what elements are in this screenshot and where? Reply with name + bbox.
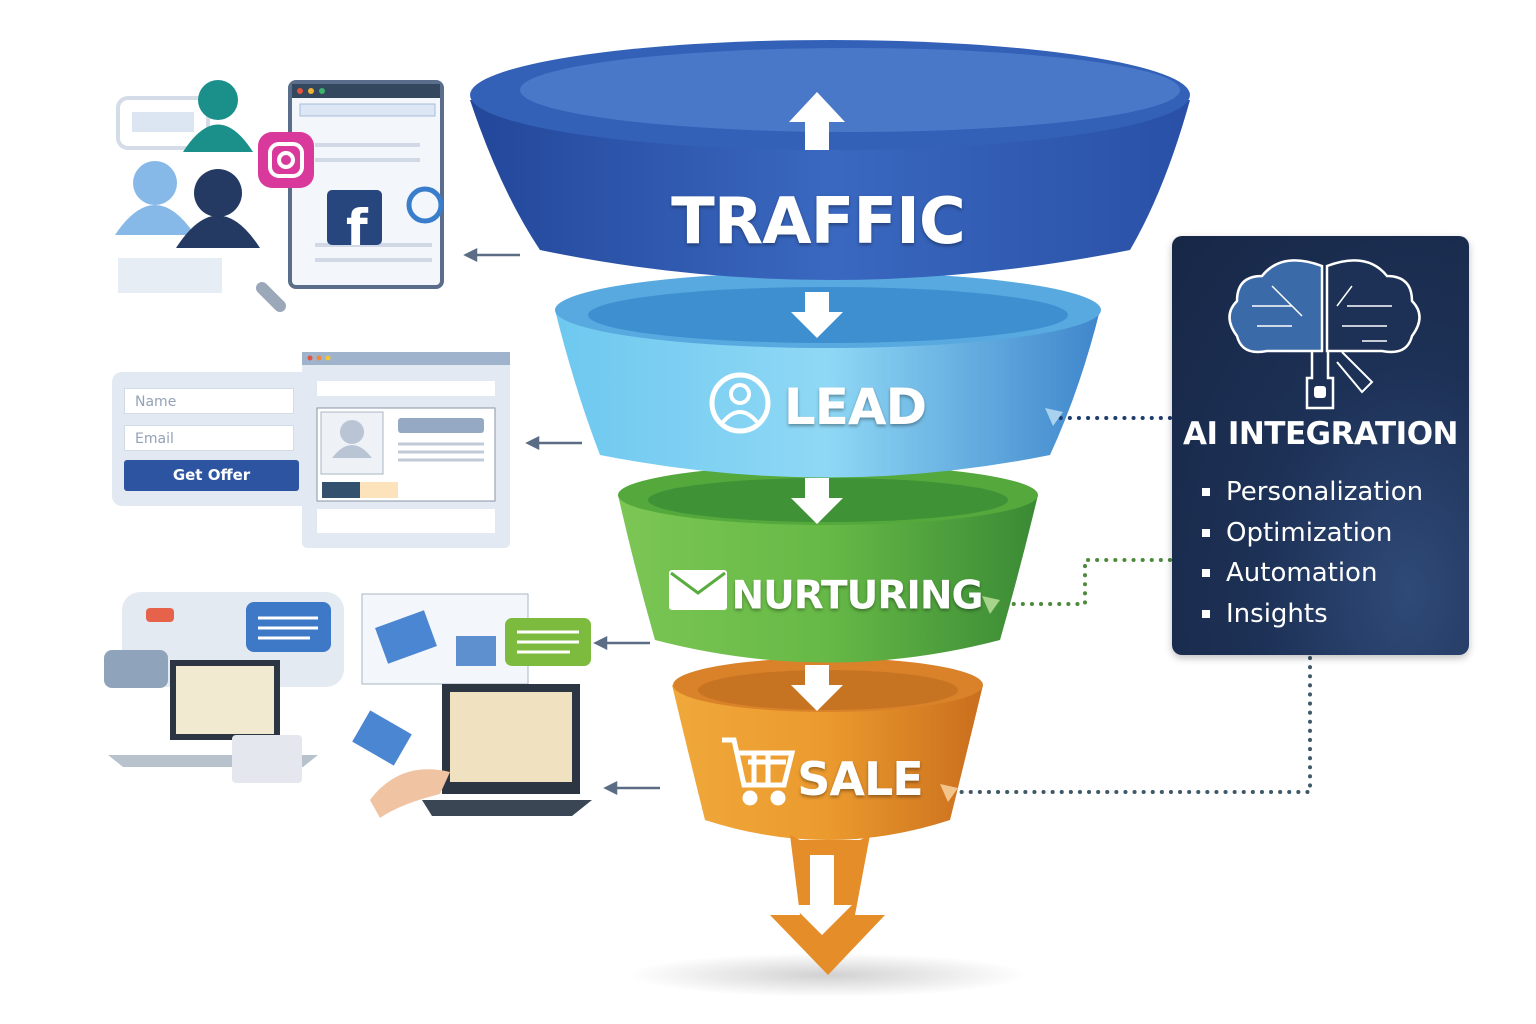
svg-text:f: f [346, 199, 369, 257]
ai-feature-item: Personalization [1202, 472, 1423, 513]
bullet-icon [1202, 528, 1210, 537]
ai-feature-item: Automation [1202, 553, 1423, 594]
stage-label-sale: SALE [797, 752, 923, 806]
instagram-icon [258, 132, 314, 188]
user-icon [709, 372, 771, 434]
brain-circuit-icon [1228, 259, 1421, 410]
stage-label-traffic: TRAFFIC [671, 185, 966, 259]
email-campaign-illustration [104, 592, 592, 818]
ai-feature-list: Personalization Optimization Automation … [1202, 472, 1423, 634]
name-field[interactable]: Name [124, 388, 294, 414]
ai-integration-panel: AI INTEGRATION Personalization Optimizat… [1172, 236, 1469, 655]
bullet-icon [1202, 609, 1210, 618]
facebook-icon [327, 190, 382, 245]
email-field[interactable]: Email [124, 425, 294, 451]
ai-panel-title: AI INTEGRATION [1183, 416, 1459, 452]
ai-connectors [958, 416, 1312, 794]
stage-label-nurturing: NURTURING [731, 573, 983, 619]
bullet-icon [1202, 569, 1210, 578]
connector-node [1045, 408, 1063, 426]
social-media-illustration: f [115, 80, 444, 312]
envelope-icon [669, 570, 727, 610]
ai-feature-item: Optimization [1202, 513, 1423, 554]
funnel-stage-traffic[interactable] [470, 40, 1190, 280]
connector-arrows [463, 247, 660, 796]
get-offer-button[interactable]: Get Offer [124, 460, 299, 491]
funnel-stage-sale[interactable] [672, 658, 983, 975]
down-arrow-icon [791, 292, 843, 338]
shopping-cart-icon [722, 737, 796, 806]
up-arrow-icon [789, 92, 845, 150]
stage-label-lead: LEAD [783, 378, 927, 436]
lead-form: Name Email Get Offer [112, 372, 312, 506]
down-arrow-icon [792, 855, 852, 935]
landing-page-illustration [302, 352, 510, 548]
bullet-icon [1202, 488, 1210, 497]
down-arrow-icon [791, 478, 843, 524]
down-arrow-icon [791, 665, 843, 711]
connector-node [982, 596, 1000, 614]
ai-feature-item: Insights [1202, 594, 1423, 635]
connector-node [940, 784, 958, 802]
